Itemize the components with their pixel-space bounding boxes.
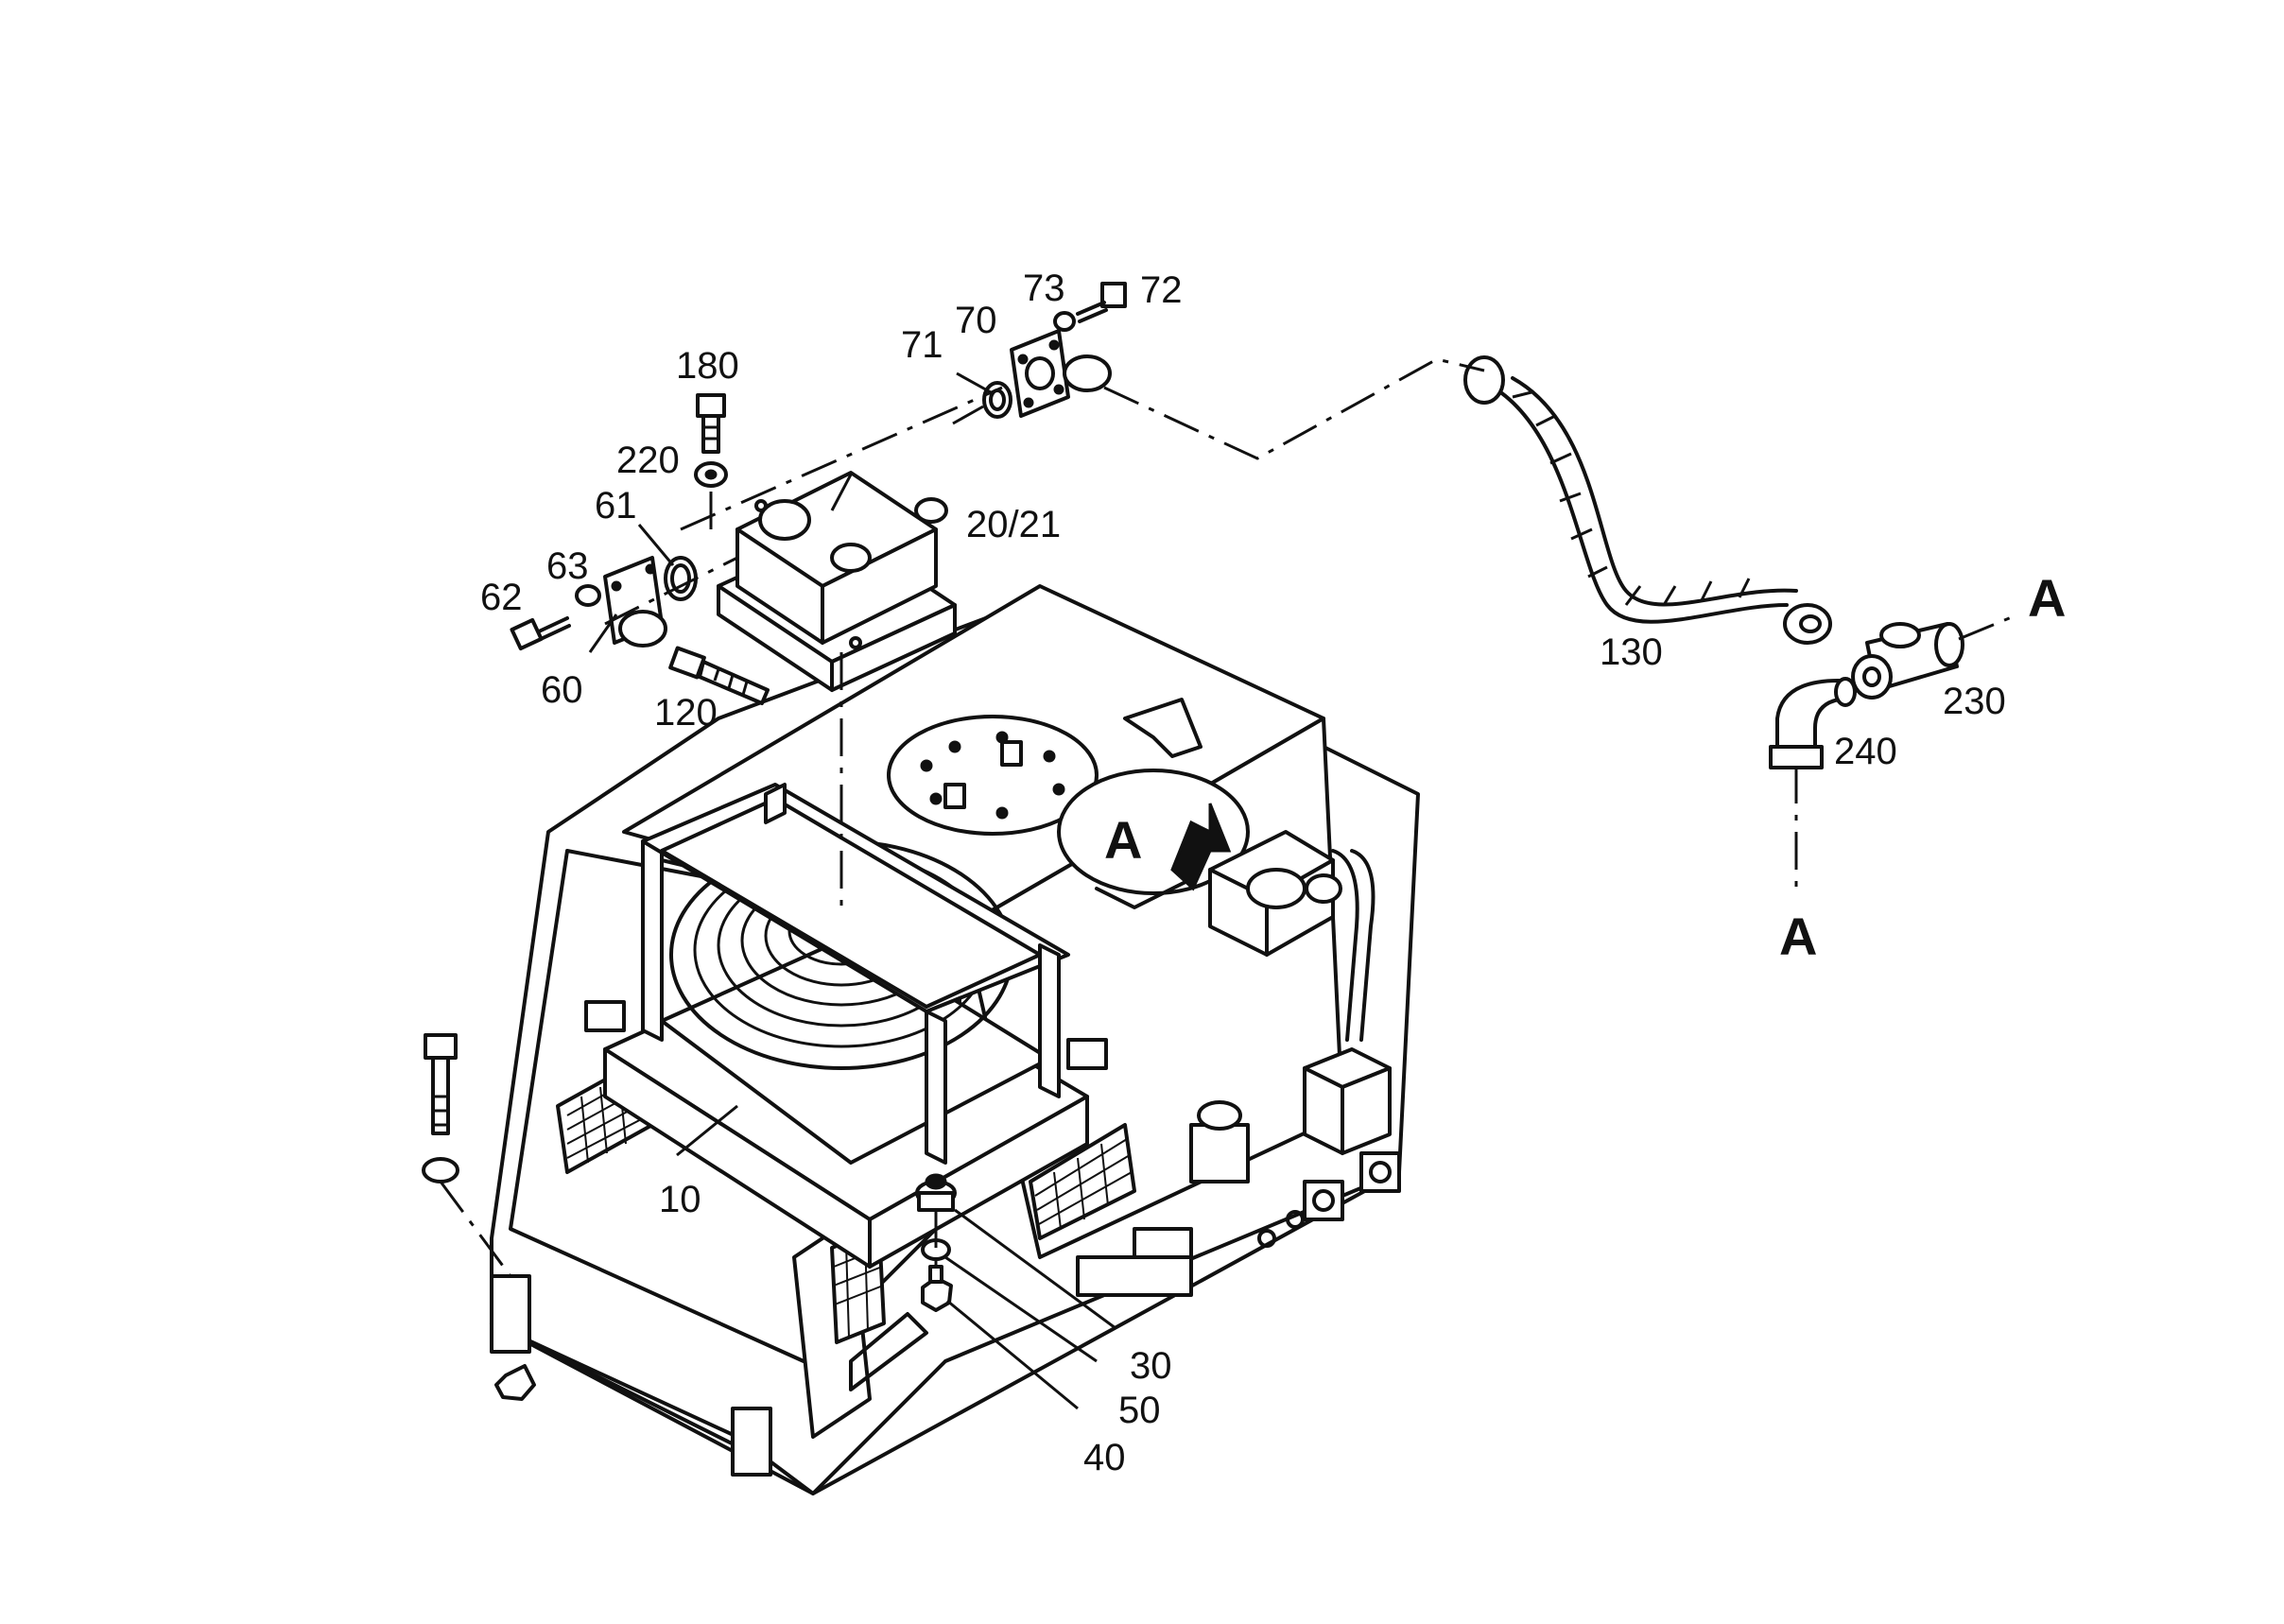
sensor-120 — [668, 646, 770, 705]
view-arrow-a — [1170, 803, 1232, 891]
valve-block-20-21 — [717, 471, 957, 692]
bolt-180 — [696, 393, 726, 454]
flange-70 — [1010, 329, 1112, 418]
label-72: 72 — [1140, 269, 1183, 311]
label-71: 71 — [901, 324, 943, 366]
hose-130 — [1463, 355, 1832, 645]
label-view-a: A — [1104, 810, 1142, 870]
cooler-fan-unit — [584, 783, 1108, 1269]
label-220: 220 — [616, 440, 680, 481]
nut-left — [494, 1364, 536, 1401]
washer-73 — [1053, 311, 1076, 332]
section-label-group: A A A — [1104, 568, 2066, 966]
label-10: 10 — [659, 1179, 701, 1220]
vent-grille-center — [1029, 1123, 1136, 1240]
mount-30 — [915, 1173, 957, 1212]
label-70: 70 — [955, 300, 997, 341]
bolt-72 — [1076, 282, 1127, 323]
label-section-a-bottom: A — [1779, 907, 1817, 966]
label-40: 40 — [1083, 1437, 1126, 1478]
label-63: 63 — [546, 545, 589, 587]
o-ring-71 — [982, 381, 1012, 419]
centerlines — [439, 357, 2019, 1277]
label-60: 60 — [541, 669, 583, 711]
bolt-left — [424, 1033, 458, 1135]
label-section-a-right: A — [2028, 568, 2066, 628]
label-240: 240 — [1834, 731, 1897, 772]
flange-60 — [603, 556, 667, 648]
deck-components — [887, 698, 1401, 1297]
washer-63 — [575, 584, 601, 607]
label-73: 73 — [1023, 268, 1065, 309]
label-180: 180 — [676, 345, 739, 387]
label-62: 62 — [480, 577, 523, 618]
label-230: 230 — [1943, 681, 2006, 722]
label-30: 30 — [1130, 1345, 1172, 1387]
part-label-group: 10 20/21 30 40 50 60 61 62 63 70 71 72 7… — [480, 268, 2006, 1478]
label-50: 50 — [1118, 1390, 1161, 1431]
label-61: 61 — [595, 485, 637, 527]
label-20-21: 20/21 — [966, 504, 1061, 545]
washer-left — [422, 1157, 459, 1183]
fitting-230 — [1851, 622, 1964, 700]
elbow-240 — [1769, 677, 1857, 769]
bolt-62 — [510, 616, 571, 651]
label-120: 120 — [654, 692, 718, 734]
leader-lines — [588, 371, 1116, 1410]
label-130: 130 — [1600, 631, 1663, 673]
